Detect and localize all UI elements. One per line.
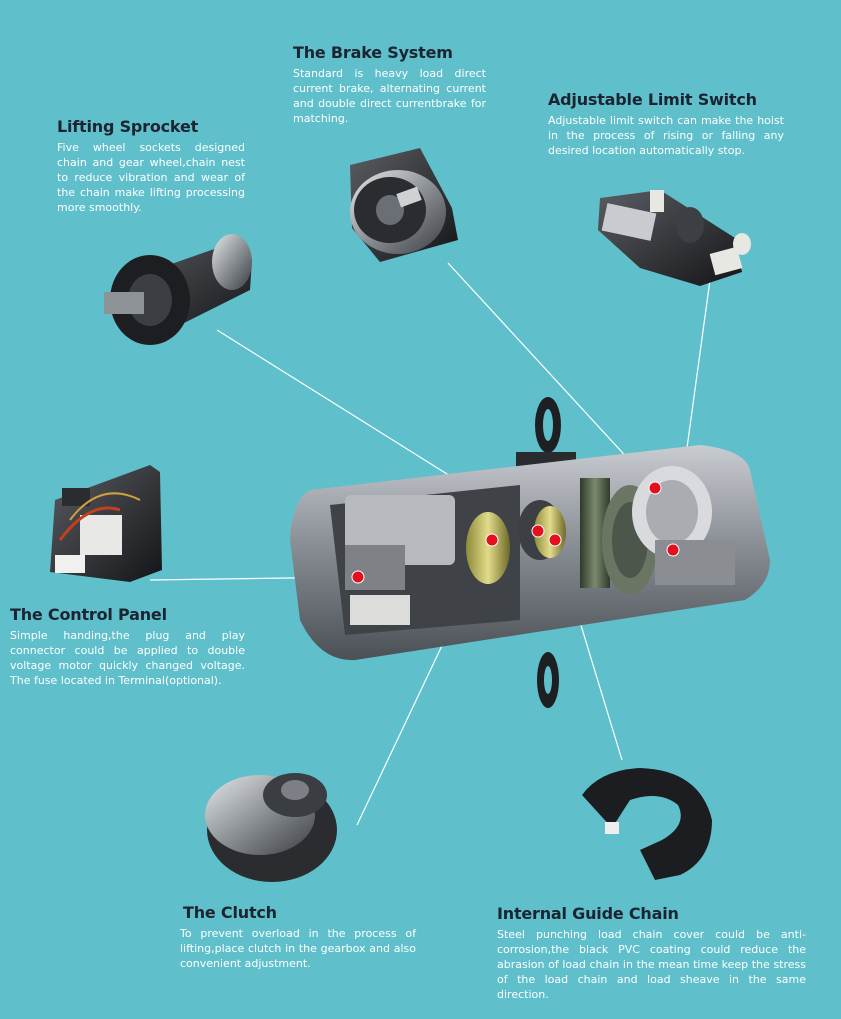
callout-text: To prevent overload in the process of li… — [180, 927, 416, 970]
callout-text: Standard is heavy load direct current br… — [293, 67, 486, 125]
marker-clutch — [485, 533, 499, 547]
callout-title: The Control Panel — [10, 605, 167, 624]
hoist-body — [290, 397, 770, 708]
markers — [351, 481, 680, 584]
marker-brake — [648, 481, 662, 495]
callout-title: Adjustable Limit Switch — [548, 90, 757, 109]
marker-limit-switch — [666, 543, 680, 557]
callout-title: The Clutch — [183, 903, 277, 922]
marker-control-panel — [351, 570, 365, 584]
callout-text: Five wheel sockets designed chain and ge… — [57, 141, 245, 214]
callout-internal-guide-chain: Internal Guide Chain Steel punching load… — [497, 904, 806, 1002]
callout-text: Simple handing,the plug and play connect… — [10, 629, 245, 687]
callout-text: Adjustable limit switch can make the hoi… — [548, 114, 784, 157]
callout-title: The Brake System — [293, 43, 453, 62]
brake-system-image — [350, 148, 458, 262]
limit-switch-image — [598, 190, 751, 286]
sprocket-image — [104, 234, 252, 345]
marker-sprocket — [531, 524, 545, 538]
marker-guide-chain — [548, 533, 562, 547]
callout-brake-system: The Brake System Standard is heavy load … — [293, 43, 486, 126]
guide-chain-image — [582, 768, 712, 880]
leader-line-brake — [447, 262, 656, 489]
callout-lifting-sprocket: Lifting Sprocket Five wheel sockets desi… — [57, 117, 245, 215]
callout-limit-switch: Adjustable Limit Switch Adjustable limit… — [548, 90, 784, 158]
control-panel-image — [50, 465, 162, 582]
callout-title: Internal Guide Chain — [497, 904, 679, 923]
callout-text: Steel punching load chain cover could be… — [497, 928, 806, 1001]
callout-title: Lifting Sprocket — [57, 117, 199, 136]
callout-clutch: The Clutch To prevent overload in the pr… — [180, 903, 416, 971]
clutch-image — [205, 773, 337, 882]
callout-control-panel: The Control Panel Simple handing,the plu… — [10, 605, 245, 688]
